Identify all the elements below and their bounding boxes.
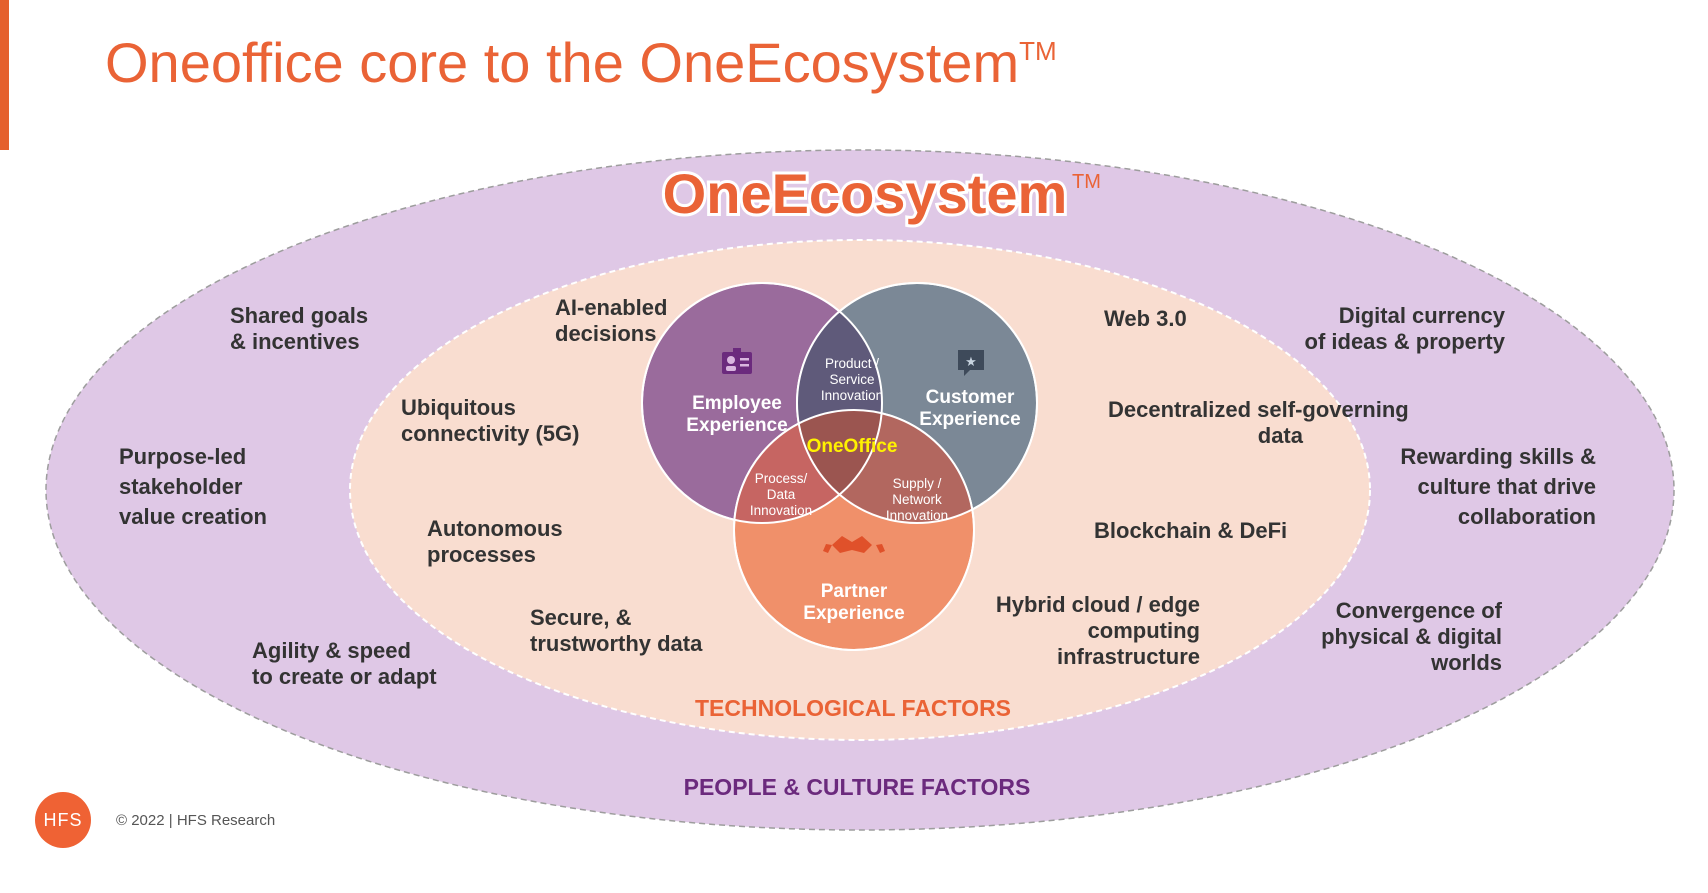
copyright-text: © 2022 | HFS Research	[116, 812, 276, 829]
employee-badge-icon	[722, 348, 752, 374]
tech-factor-secure-data: Secure, &trustworthy data	[530, 605, 703, 656]
handshake-icon	[823, 536, 885, 553]
oneoffice-label: OneOffice	[807, 436, 898, 457]
accent-bar	[0, 0, 9, 150]
people-factor-shared-goals: Shared goals& incentives	[230, 303, 369, 354]
ecosystem-tm: TM	[1072, 171, 1101, 193]
hfs-logo: HFS	[35, 792, 91, 848]
page-title: Oneoffice core to the OneEcosystemTM	[105, 31, 1057, 94]
customer-partner-overlap	[797, 410, 974, 523]
technological-factors-heading: TECHNOLOGICAL FACTORS	[695, 695, 1011, 721]
ecosystem-title: OneEcosystem	[663, 162, 1068, 225]
tech-factor-blockchain: Blockchain & DeFi	[1094, 518, 1288, 543]
employee-partner-overlap	[734, 410, 882, 523]
tech-factor-web3: Web 3.0	[1104, 306, 1187, 331]
star-speech-bubble-icon: ★	[958, 350, 984, 376]
svg-text:★: ★	[965, 355, 977, 370]
people-factors-heading: PEOPLE & CULTURE FACTORS	[684, 774, 1031, 800]
